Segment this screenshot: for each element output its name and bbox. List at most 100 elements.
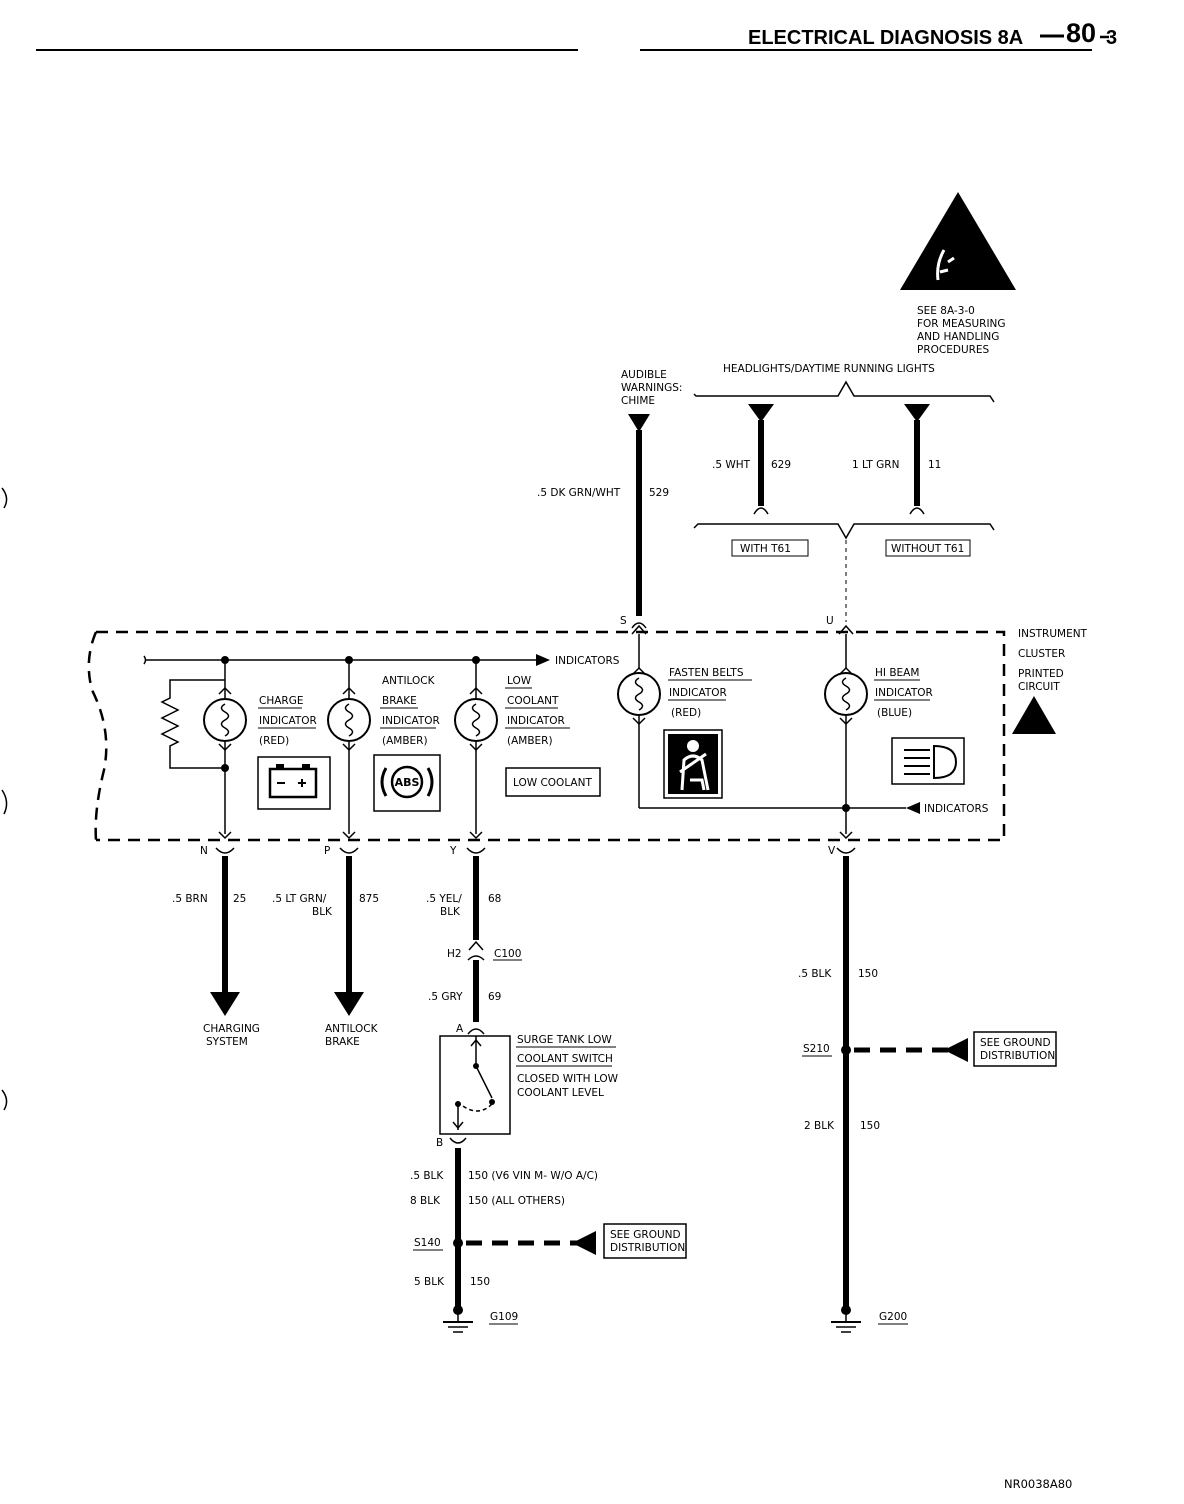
hibeam-label-1: HI BEAM <box>875 667 919 679</box>
lamp-icon <box>327 698 371 742</box>
switch-w1-text: 150 (V6 VIN M- W/O A/C) <box>468 1170 598 1182</box>
switch-w2-gauge: 8 BLK <box>410 1195 441 1207</box>
pin-v: V <box>828 845 836 857</box>
wire-y-gauge-b: .5 GRY <box>428 991 463 1003</box>
esd-warning-icon <box>900 192 1016 290</box>
coolant-label-2: COOLANT <box>507 695 559 707</box>
esd-line-1: SEE 8A-3-0 <box>917 305 975 317</box>
ground-g200: G200 <box>879 1311 907 1323</box>
coolant-label-4: (AMBER) <box>507 735 553 747</box>
belts-label-1: FASTEN BELTS <box>669 667 744 679</box>
switch-pin-b: B <box>436 1137 443 1149</box>
wire-p-gauge-1: .5 LT GRN/ <box>272 893 327 905</box>
arrow-icon <box>628 414 650 432</box>
wire-v-circuit-2: 150 <box>860 1120 880 1132</box>
ground-ref-2-line-1: SEE GROUND <box>980 1037 1051 1049</box>
audible-wire-gauge: .5 DK GRN/WHT <box>537 487 621 499</box>
low-coolant-indicator: LOW COOLANT INDICATOR (AMBER) LOW COOLAN… <box>449 660 601 857</box>
esd-line-4: PROCEDURES <box>917 344 990 356</box>
hibeam-label-2: INDICATOR <box>875 687 933 699</box>
hi-beam-indicator: HI BEAM INDICATOR (BLUE) INDICATORS V <box>824 634 989 857</box>
margin-marks <box>1 487 8 1111</box>
arrow-icon <box>906 802 920 814</box>
arrow-icon <box>210 992 240 1016</box>
switch-label-1: SURGE TANK LOW <box>517 1034 612 1046</box>
splice-s210: S210 <box>803 1043 830 1055</box>
arrow-icon <box>536 654 550 666</box>
lamp-icon <box>203 698 247 742</box>
headlights-wires: HEADLIGHTS/DAYTIME RUNNING LIGHTS .5 WHT… <box>693 363 995 635</box>
lamp-icon <box>454 698 498 742</box>
arrow-icon <box>572 1231 596 1255</box>
cluster-label-4: CIRCUIT <box>1018 681 1060 693</box>
wire-n-charging: .5 BRN 25 CHARGING SYSTEM <box>172 856 260 1048</box>
switch-label-2: COOLANT SWITCH <box>517 1053 613 1065</box>
wire-n-dest-1: CHARGING <box>203 1023 260 1035</box>
lamp-icon <box>617 672 661 716</box>
splice-s140: S140 <box>414 1237 441 1249</box>
seatbelt-icon <box>668 734 718 794</box>
wire-p-gauge-2: BLK <box>312 906 333 918</box>
resistor-icon <box>160 679 225 769</box>
headlights-right-circuit: 11 <box>928 459 941 471</box>
connector-pin-h2: H2 <box>447 948 462 960</box>
ground-icon <box>443 1314 473 1333</box>
headlights-title: HEADLIGHTS/DAYTIME RUNNING LIGHTS <box>723 363 935 375</box>
indicators-bottom-label: INDICATORS <box>924 803 989 815</box>
hibeam-label-3: (BLUE) <box>877 707 912 719</box>
wire-v-circuit: 150 <box>858 968 878 980</box>
esd-line-3: AND HANDLING <box>917 331 999 343</box>
instrument-cluster: INSTRUMENT CLUSTER PRINTED CIRCUIT INDIC… <box>87 628 1088 857</box>
arrow-icon <box>748 404 774 422</box>
wire-n-dest-2: SYSTEM <box>206 1036 248 1048</box>
option-with-t61: WITH T61 <box>740 543 791 555</box>
arrow-icon <box>904 404 930 422</box>
pin-n: N <box>200 845 208 857</box>
belts-label-2: INDICATOR <box>669 687 727 699</box>
switch-label-3: CLOSED WITH LOW <box>517 1073 619 1085</box>
ground-ref-2-line-2: DISTRIBUTION <box>980 1050 1055 1062</box>
wire-v-gauge: .5 BLK <box>798 968 832 980</box>
esd-warning-icon <box>1012 696 1056 734</box>
wire-y-circuit-b: 69 <box>488 991 501 1003</box>
wire-p-circuit: 875 <box>359 893 379 905</box>
wire-y-gauge-1: .5 YEL/ <box>426 893 462 905</box>
belts-label-3: (RED) <box>671 707 701 719</box>
coolant-box-text: LOW COOLANT <box>513 777 592 789</box>
pin-y: Y <box>449 845 457 857</box>
cluster-label-1: INSTRUMENT <box>1018 628 1088 640</box>
charge-label-1: CHARGE <box>259 695 303 707</box>
wire-p-dest-2: BRAKE <box>325 1036 360 1048</box>
wire-n-gauge: .5 BRN <box>172 893 208 905</box>
ground-g109: G109 <box>490 1311 518 1323</box>
header-title: ELECTRICAL DIAGNOSIS 8A <box>748 27 1023 49</box>
footer-code: NR0038A80 <box>1004 1477 1072 1491</box>
antilock-label-3: INDICATOR <box>382 715 440 727</box>
arrow-icon <box>944 1038 968 1062</box>
option-without-t61: WITHOUT T61 <box>891 543 964 555</box>
header-page-major: 80 <box>1066 18 1096 48</box>
surge-tank-switch: SURGE TANK LOW COOLANT SWITCH CLOSED WIT… <box>436 1034 619 1149</box>
headlight-beam-icon <box>904 744 958 780</box>
antilock-indicator: ANTILOCK BRAKE INDICATOR (AMBER) ABS P <box>324 660 441 857</box>
battery-icon <box>268 764 318 799</box>
switch-w3-gauge: 5 BLK <box>414 1276 445 1288</box>
wire-y-circuit: 68 <box>488 893 501 905</box>
header-page-minor: 3 <box>1106 27 1117 49</box>
antilock-label-2: BRAKE <box>382 695 417 707</box>
arrow-icon <box>334 992 364 1016</box>
wire-p-antilock: .5 LT GRN/ BLK 875 ANTILOCK BRAKE <box>272 856 379 1048</box>
pin-p: P <box>324 845 330 857</box>
audible-warnings-wire: AUDIBLE WARNINGS: CHIME .5 DK GRN/WHT 52… <box>537 369 682 635</box>
abs-icon-text: ABS <box>395 776 420 789</box>
cluster-label-2: CLUSTER <box>1018 648 1065 660</box>
indicators-top-label: INDICATORS <box>555 655 620 667</box>
audible-label-2: WARNINGS: <box>621 382 682 394</box>
switch-pin-a: A <box>456 1023 464 1035</box>
wire-v-gauge-2: 2 BLK <box>804 1120 835 1132</box>
coolant-label-3: INDICATOR <box>507 715 565 727</box>
audible-wire-circuit: 529 <box>649 487 669 499</box>
lamp-icon <box>824 672 868 716</box>
audible-label-1: AUDIBLE <box>621 369 667 381</box>
